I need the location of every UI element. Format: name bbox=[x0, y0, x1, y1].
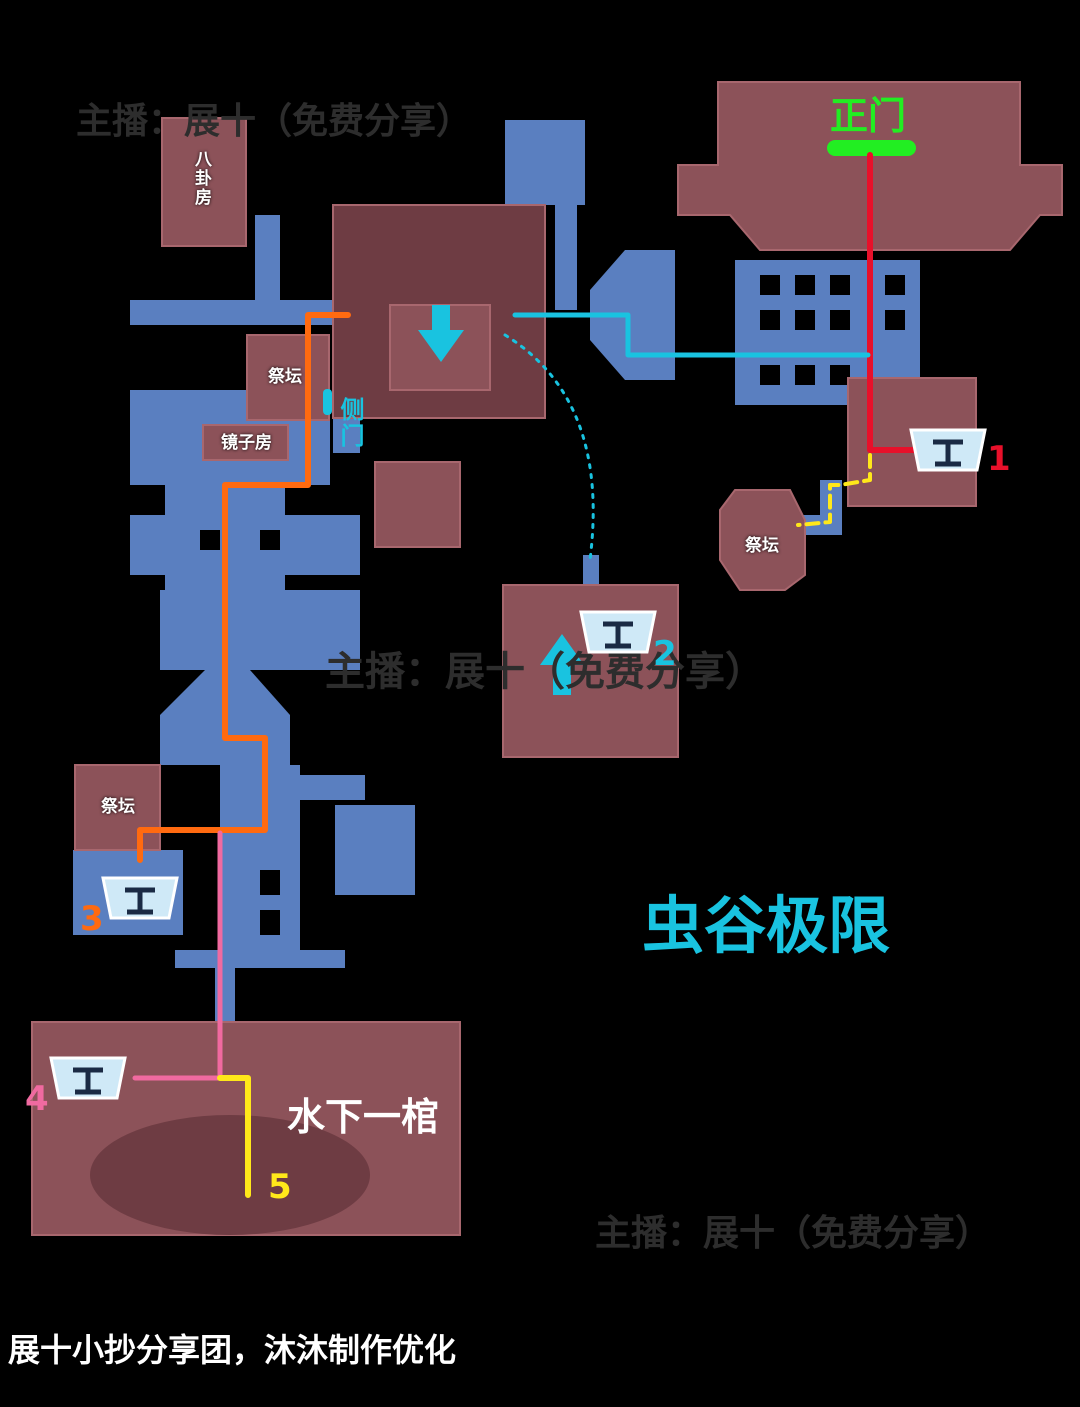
side-gate-label: 侧门 bbox=[336, 397, 364, 449]
underwater-coffin-label: 水下一棺 bbox=[287, 1095, 440, 1139]
main-gate-label: 正门 bbox=[830, 94, 907, 138]
region-title: 虫谷极限 bbox=[642, 889, 891, 962]
chest-number-4: 4 bbox=[25, 1079, 49, 1119]
chest-number-2: 2 bbox=[653, 634, 677, 674]
chest-icon bbox=[579, 610, 657, 654]
chest-icon bbox=[49, 1056, 127, 1100]
chest-icon bbox=[101, 876, 179, 920]
altar-right-label: 祭坛 bbox=[745, 536, 779, 556]
credit-text: 展十小抄分享团，沐沐制作优化 bbox=[8, 1331, 457, 1369]
watermark-bottom: 主播：展十（免费分享） bbox=[595, 1213, 992, 1254]
altar-top-label: 祭坛 bbox=[268, 367, 302, 387]
chest-number-1: 1 bbox=[987, 439, 1011, 479]
routes bbox=[132, 140, 918, 1198]
mirror-room-label: 镜子房 bbox=[221, 433, 272, 453]
corridor-holes bbox=[200, 275, 905, 935]
chest-icon bbox=[909, 428, 987, 472]
arrow-down-icon bbox=[418, 305, 464, 362]
watermark-top: 主播：展十（免费分享） bbox=[76, 101, 473, 142]
arrow-up-icon bbox=[540, 634, 584, 695]
chest-number-3: 3 bbox=[80, 899, 104, 939]
bagua-room-label: 八卦房 bbox=[191, 150, 211, 207]
watermark-middle: 主播：展十（免费分享） bbox=[325, 649, 765, 695]
altar-bottom-label: 祭坛 bbox=[101, 797, 135, 817]
chest-number-5: 5 bbox=[268, 1167, 292, 1207]
